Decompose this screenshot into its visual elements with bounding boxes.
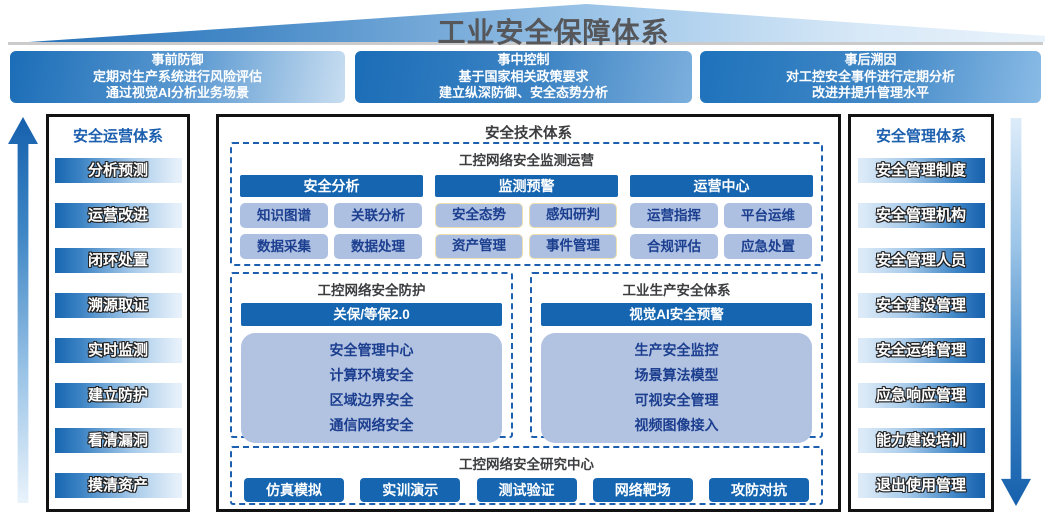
management-item: 能力建设培训 [857,428,985,453]
research-button: 攻防对抗 [709,478,809,502]
protection-box-title: 工控网络安全防护 [317,283,426,298]
monitoring-column-operations: 运营中心 运营指挥 平台运维 合规评估 应急处置 [630,175,813,259]
technology-panel-title: 安全技术体系 [485,126,572,142]
research-button: 测试验证 [476,478,577,502]
roof-baseline [8,42,1043,45]
monitoring-cell-highlighted: 感知研判 [529,203,617,228]
page-title: 工业安全保障体系 [437,17,670,48]
monitoring-cell: 合规评估 [630,234,718,259]
research-button: 实训演示 [360,478,461,502]
production-item-panel: 生产安全监控 场景算法模型 可视安全管理 视频图像接入 [541,333,812,443]
monitoring-cell: 关联分析 [334,203,422,228]
operations-item: 实时监测 [54,338,182,363]
production-item: 可视安全管理 [634,392,719,408]
banner-line: 通过视觉AI分析业务场景 [105,85,249,101]
operations-panel-title: 安全运营体系 [72,128,163,145]
technology-panel: 安全技术体系 工控网络安全监测运营 安全分析 知识图谱 关联分析 数据采集 数据… [216,114,841,512]
protection-header-bar: 关保/等保2.0 [241,303,502,326]
production-box-title: 工业生产安全体系 [622,283,731,298]
monitoring-box-title: 工控网络安全监测运营 [459,153,594,168]
management-item-list: 安全管理制度 安全管理机构 安全管理人员 安全建设管理 安全运维管理 应急响应管… [851,158,991,498]
column-header: 安全分析 [240,175,423,197]
monitoring-cell: 平台运维 [724,203,812,228]
management-item: 安全运维管理 [857,338,985,363]
banner-title: 事前防御 [151,52,204,68]
monitoring-cell: 知识图谱 [240,203,328,228]
protection-item: 安全管理中心 [329,342,414,358]
management-panel-title: 安全管理体系 [875,128,966,145]
banner-post-analysis: 事后溯因 对工控安全事件进行定期分析 改进并提升管理水平 [700,51,1041,103]
column-header: 运营中心 [630,175,813,197]
banner-line: 改进并提升管理水平 [811,85,929,101]
monitoring-cell-highlighted: 安全态势 [435,203,523,228]
monitoring-cell-highlighted: 资产管理 [435,234,523,259]
banner-in-process-control: 事中控制 基于国家相关政策要求 建立纵深防御、安全态势分析 [355,51,692,103]
operations-item: 看清漏洞 [54,428,182,453]
monitoring-grid: 安全分析 知识图谱 关联分析 数据采集 数据处理 监测预警 安全态势 感知研判 … [232,169,821,259]
monitoring-column-analysis: 安全分析 知识图谱 关联分析 数据采集 数据处理 [240,175,423,259]
production-item: 生产安全监控 [634,342,719,358]
operations-item-list: 分析预测 运营改进 闭环处置 溯源取证 实时监测 建立防护 看清漏洞 摸清资产 [49,158,187,498]
operations-item: 溯源取证 [54,293,182,318]
column-cells: 知识图谱 关联分析 数据采集 数据处理 [240,203,423,259]
column-header: 监测预警 [435,175,618,197]
protection-box: 工控网络安全防护 关保/等保2.0 安全管理中心 计算环境安全 区域边界安全 通… [230,272,513,443]
operations-item: 分析预测 [54,158,182,183]
operations-item: 建立防护 [54,383,182,408]
monitoring-column-warning: 监测预警 安全态势 感知研判 资产管理 事件管理 [435,175,618,259]
banner-line: 建立纵深防御、安全态势分析 [438,85,608,101]
banner-line: 基于国家相关政策要求 [458,68,589,84]
banner-line: 定期对生产系统进行风险评估 [92,68,262,84]
monitoring-cell-highlighted: 事件管理 [529,234,617,259]
monitoring-cell: 运营指挥 [630,203,718,228]
management-item: 安全管理制度 [857,158,985,183]
operations-item: 摸清资产 [54,473,182,498]
management-panel: 安全管理体系 安全管理制度 安全管理机构 安全管理人员 安全建设管理 安全运维管… [848,114,994,512]
management-item: 应急响应管理 [857,383,985,408]
production-item: 场景算法模型 [634,367,719,383]
management-item: 安全管理机构 [857,203,985,228]
banner-pre-defense: 事前防御 定期对生产系统进行风险评估 通过视觉AI分析业务场景 [10,51,345,103]
research-button: 网络靶场 [592,478,693,502]
research-box: 工控网络安全研究中心 仿真模拟 实训演示 测试验证 网络靶场 攻防对抗 [230,446,823,505]
monitoring-cell: 数据处理 [334,234,422,259]
banner-title: 事中控制 [497,52,550,68]
management-item: 安全建设管理 [857,293,985,318]
management-item: 安全管理人员 [857,248,985,273]
operations-item: 闭环处置 [54,248,182,273]
column-cells: 安全态势 感知研判 资产管理 事件管理 [435,203,618,259]
banner-line: 对工控安全事件进行定期分析 [785,68,955,84]
protection-item: 区域边界安全 [329,392,414,408]
protection-item: 通信网络安全 [329,417,414,433]
monitoring-cell: 应急处置 [724,234,812,259]
banner-title: 事后溯因 [844,52,897,68]
operations-panel: 安全运营体系 分析预测 运营改进 闭环处置 溯源取证 实时监测 建立防护 看清漏… [46,114,190,512]
research-box-title: 工控网络安全研究中心 [459,457,594,472]
research-button: 仿真模拟 [244,478,344,502]
production-header-bar: 视觉AI安全预警 [541,303,812,326]
production-item: 视频图像接入 [634,417,719,433]
down-arrow-icon [1001,118,1031,506]
production-box: 工业生产安全体系 视觉AI安全预警 生产安全监控 场景算法模型 可视安全管理 视… [530,272,823,443]
research-button-row: 仿真模拟 实训演示 测试验证 网络靶场 攻防对抗 [232,473,821,502]
monitoring-box: 工控网络安全监测运营 安全分析 知识图谱 关联分析 数据采集 数据处理 监测预警… [230,142,823,266]
monitoring-cell: 数据采集 [240,234,328,259]
up-arrow-icon [8,117,38,503]
protection-item: 计算环境安全 [329,367,414,383]
operations-item: 运营改进 [54,203,182,228]
protection-item-panel: 安全管理中心 计算环境安全 区域边界安全 通信网络安全 [241,333,502,443]
column-cells: 运营指挥 平台运维 合规评估 应急处置 [630,203,813,259]
management-item: 退出使用管理 [857,473,985,498]
